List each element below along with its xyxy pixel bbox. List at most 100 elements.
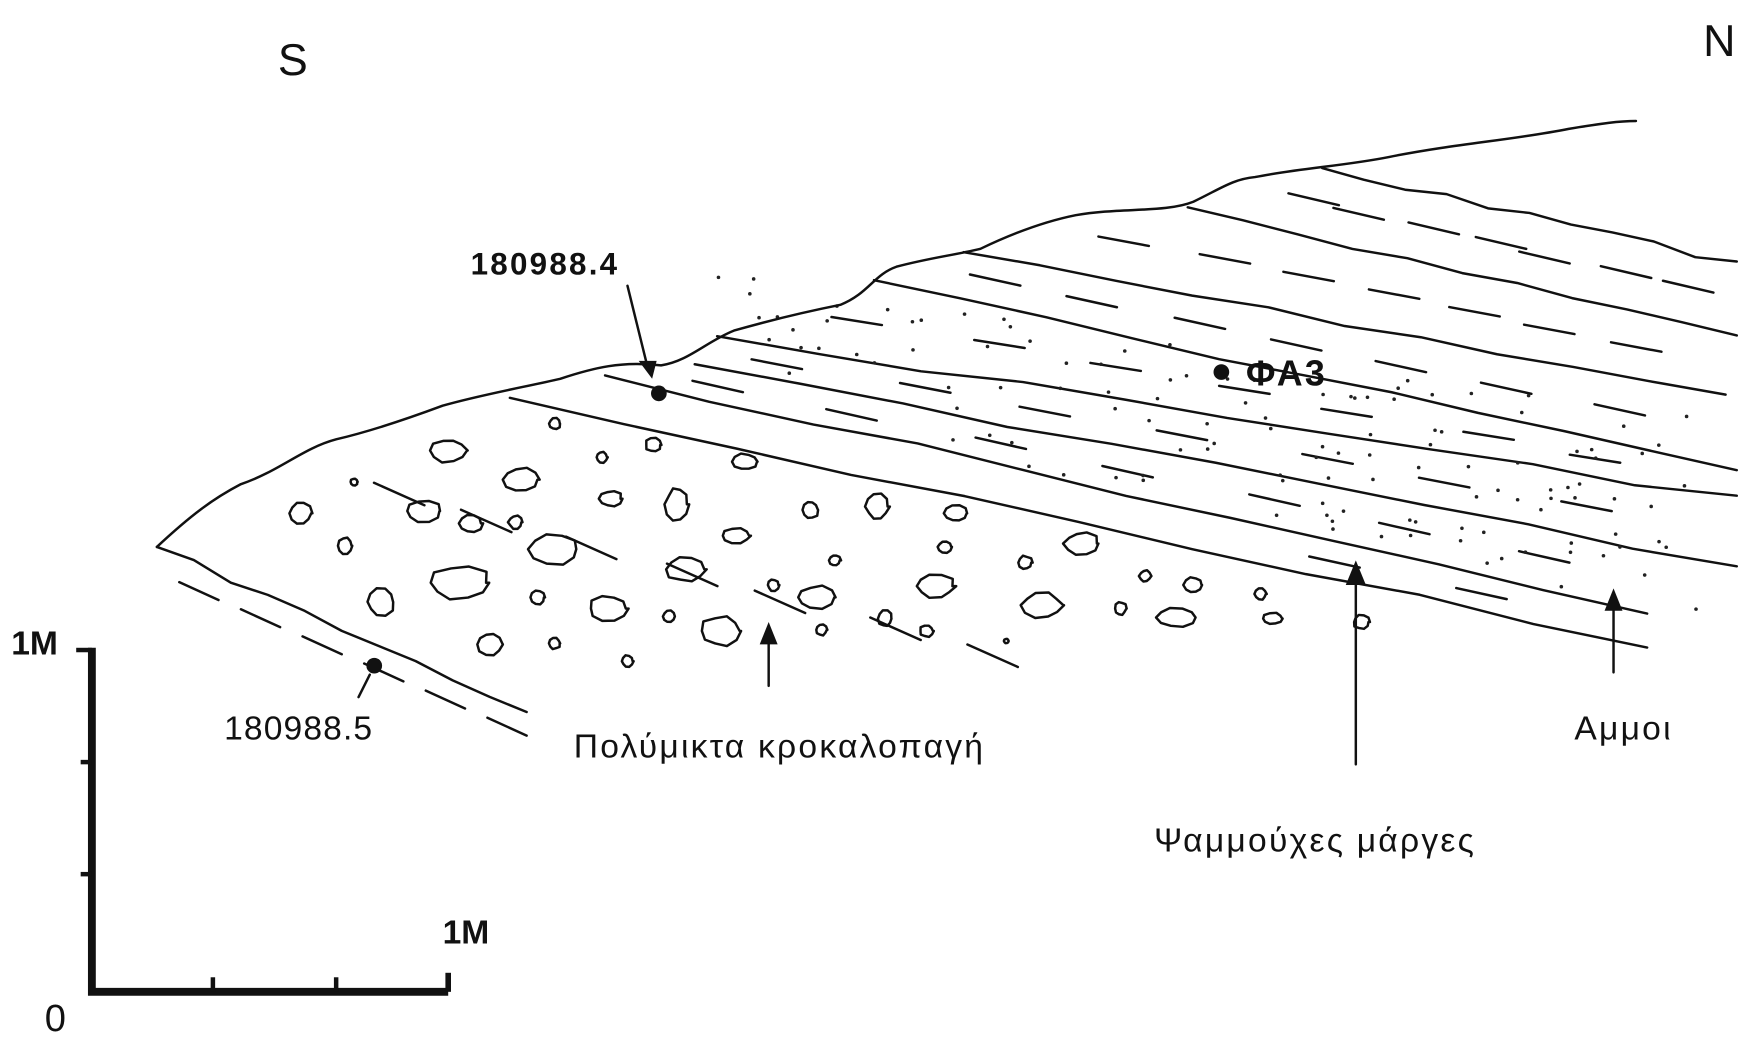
sand-dot <box>1331 527 1335 531</box>
marl-dash <box>486 716 528 737</box>
sand-dot <box>1515 497 1520 502</box>
pebble <box>863 492 892 520</box>
sand-dot <box>787 371 792 375</box>
arrowhead-icon <box>1604 588 1623 611</box>
sand-dot <box>1268 426 1273 431</box>
sand-dot <box>1274 513 1279 518</box>
sand-dot <box>1168 378 1173 382</box>
sand-dot <box>872 361 877 365</box>
sand-dot <box>1515 461 1520 465</box>
pebble <box>1253 587 1268 601</box>
pebble <box>801 500 820 520</box>
sand-dot <box>1243 401 1248 405</box>
sand-dot <box>1549 496 1553 501</box>
sand-dot <box>1396 386 1400 391</box>
pebble <box>526 533 578 566</box>
sand-dot <box>1481 530 1486 535</box>
sand-dot <box>1371 477 1375 482</box>
sand-dot <box>1460 526 1464 531</box>
pebble <box>700 615 743 648</box>
marl-dash <box>1101 464 1155 479</box>
sand-dot <box>1559 584 1564 589</box>
pebble <box>827 554 843 567</box>
sand-dot <box>716 275 721 280</box>
marl-dash <box>1217 384 1271 396</box>
pebble <box>1182 576 1204 594</box>
sand-dot <box>1349 394 1353 399</box>
sand-dot <box>757 315 761 320</box>
sand-dot <box>1113 406 1117 411</box>
pebble <box>457 513 485 534</box>
marl-dash <box>1661 279 1715 294</box>
sand-dot <box>1413 520 1418 524</box>
marl-dash <box>1269 338 1323 352</box>
sand-dot <box>1278 473 1282 477</box>
pebble <box>797 584 837 611</box>
sand-dot <box>1178 448 1183 452</box>
marl-dash <box>1522 323 1576 336</box>
sand-dot <box>1657 539 1661 544</box>
bedding-line <box>715 334 1739 497</box>
sand-dot <box>1330 519 1335 524</box>
bedding-line <box>693 363 1739 568</box>
marl-dash <box>1155 429 1209 442</box>
marl-dash <box>1173 316 1227 331</box>
sand-dot <box>1466 464 1471 469</box>
marl-dash <box>1417 476 1471 489</box>
marl-dash <box>1367 288 1421 301</box>
sand-dot <box>799 345 803 350</box>
sand-dot <box>1099 362 1103 367</box>
sand-dot <box>1252 378 1257 383</box>
sand-dot <box>1392 397 1396 401</box>
sand-dot <box>1320 444 1325 449</box>
marl-dash <box>1301 452 1355 466</box>
marl-dash <box>753 589 807 615</box>
sand-dot <box>1168 342 1172 347</box>
bedding-line <box>1320 166 1739 263</box>
marl-dash <box>665 562 719 588</box>
sand-dot <box>1618 545 1622 549</box>
marl-dash <box>1332 206 1386 221</box>
marl-dash <box>1462 430 1516 442</box>
sand-dot <box>1314 455 1319 460</box>
sample-label-fa3: ΦΑ3 <box>1246 354 1327 394</box>
pebble <box>661 609 677 624</box>
sand-dot <box>1612 497 1617 501</box>
sand-dot <box>751 277 756 281</box>
sand-dot <box>1008 325 1013 329</box>
sand-dot <box>1569 541 1574 545</box>
north-label: N <box>1703 16 1735 66</box>
marl-dash <box>1479 381 1533 396</box>
sand-dot <box>1212 441 1216 446</box>
sand-dot <box>1058 386 1063 391</box>
sand-dot <box>1548 488 1553 492</box>
pebble <box>428 439 469 464</box>
sand-dot <box>1539 507 1543 512</box>
sand-dot <box>1601 553 1606 558</box>
sand-dot <box>1405 378 1410 383</box>
sand-dot <box>1573 496 1577 500</box>
sand-dot <box>1439 430 1444 434</box>
sand-dot <box>1496 488 1500 493</box>
pebble <box>288 501 314 525</box>
marl-dash <box>1320 407 1373 419</box>
sand-dot <box>1205 421 1209 426</box>
pebble <box>529 589 547 606</box>
sand-dot <box>1694 607 1698 611</box>
marl-dash <box>973 338 1026 350</box>
sand-dot <box>1566 485 1570 490</box>
marl-dash <box>1474 235 1528 251</box>
pebble <box>620 654 635 669</box>
sand-dot <box>1519 410 1524 415</box>
sand-dot <box>1589 447 1594 452</box>
sand-dot <box>748 292 752 296</box>
marl-dash <box>691 379 745 394</box>
sand-dot <box>1523 550 1528 554</box>
pebble <box>476 632 505 657</box>
bedding-line <box>872 278 1739 472</box>
sand-dot <box>911 348 915 352</box>
sand-dot <box>1141 473 1145 478</box>
sand-dot <box>946 385 951 390</box>
sand-dot <box>1368 432 1373 437</box>
